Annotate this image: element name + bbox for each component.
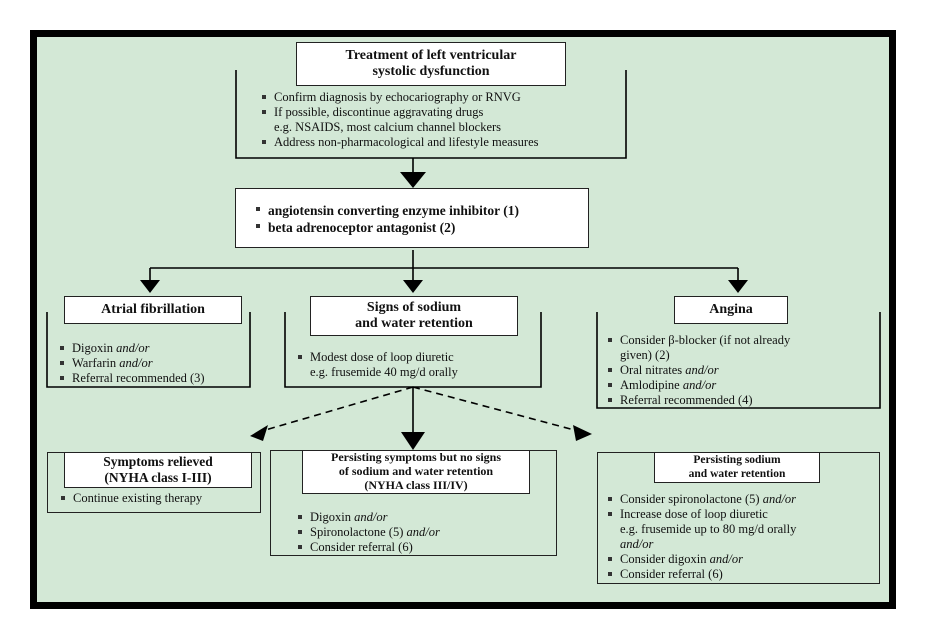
sodium-bullets: Modest dose of loop diuretic e.g. frusem… [294, 350, 458, 380]
sodium-title-line: Signs of sodium [366, 299, 462, 315]
list-item: Oral nitrates and/or [604, 363, 790, 378]
persisting-title-line: Persisting symptoms but no signs [330, 450, 502, 465]
relieved-title-line: (NYHA class I-III) [104, 470, 212, 485]
list-item: Consider spironolactone (5) and/or [604, 492, 796, 507]
atrial-title-box: Atrial fibrillation [64, 296, 242, 324]
list-item: given) (2) [620, 348, 670, 362]
persist-sodium-title-box: Persisting sodium and water retention [654, 452, 820, 483]
persist-sodium-title-line: Persisting sodium [693, 454, 781, 467]
list-item: Warfarin and/or [56, 356, 205, 371]
list-item: Consider referral (6) [604, 567, 796, 582]
atrial-bullets: Digoxin and/or Warfarin and/or Referral … [56, 341, 205, 386]
list-item: Increase dose of loop diuretic [604, 507, 796, 522]
list-item: and/or [620, 537, 654, 551]
list-item: Address non-pharmacological and lifestyl… [258, 135, 539, 150]
relieved-bullets: Continue existing therapy [57, 491, 202, 506]
top-title-box: Treatment of left ventricular systolic d… [296, 42, 566, 86]
list-item: e.g. frusemide 40 mg/d orally [310, 365, 458, 379]
list-item: e.g. frusemide up to 80 mg/d orally [620, 522, 797, 536]
persisting-bullets: Digoxin and/or Spironolactone (5) and/or… [294, 510, 440, 555]
angina-bullets: Consider β-blocker (if not already given… [604, 333, 790, 408]
list-item: e.g. NSAIDS, most calcium channel blocke… [274, 120, 502, 134]
list-item: Consider referral (6) [294, 540, 440, 555]
list-item: Spironolactone (5) and/or [294, 525, 440, 540]
list-item: Referral recommended (3) [56, 371, 205, 386]
list-item: If possible, discontinue aggravating dru… [258, 105, 539, 120]
sodium-title-line: and water retention [355, 316, 473, 331]
persisting-title-line: (NYHA class III/IV) [364, 477, 468, 492]
list-item: Continue existing therapy [57, 491, 202, 506]
list-item: Digoxin and/or [56, 341, 205, 356]
first-line-box [235, 188, 589, 248]
top-title-line: Treatment of left ventricular [345, 47, 517, 63]
angina-title-box: Angina [674, 296, 788, 324]
list-item: Modest dose of loop diuretic [294, 350, 458, 365]
list-item: angiotensin converting enzyme inhibitor … [252, 202, 519, 219]
list-item: Consider β-blocker (if not already [604, 333, 790, 348]
relieved-title-line: Symptoms relieved [103, 454, 213, 470]
list-item: Consider digoxin and/or [604, 552, 796, 567]
angina-title: Angina [709, 301, 753, 317]
top-bullets: Confirm diagnosis by echocariography or … [258, 90, 539, 150]
list-item: beta adrenoceptor antagonist (2) [252, 219, 519, 236]
persist-sodium-title-line: and water retention [688, 467, 786, 480]
list-item: Confirm diagnosis by echocariography or … [258, 90, 539, 105]
persist-sodium-bullets: Consider spironolactone (5) and/or Incre… [604, 492, 796, 582]
list-item: Digoxin and/or [294, 510, 440, 525]
first-line-items: angiotensin converting enzyme inhibitor … [252, 202, 519, 236]
sodium-title-box: Signs of sodium and water retention [310, 296, 518, 336]
top-title-line: systolic dysfunction [372, 64, 490, 79]
list-item: Amlodipine and/or [604, 378, 790, 393]
persisting-title-line: of sodium and water retention [338, 464, 494, 479]
list-item: Referral recommended (4) [604, 393, 790, 408]
relieved-title-box: Symptoms relieved (NYHA class I-III) [64, 452, 252, 488]
persisting-title-box: Persisting symptoms but no signs of sodi… [302, 450, 530, 494]
atrial-title: Atrial fibrillation [101, 301, 205, 317]
